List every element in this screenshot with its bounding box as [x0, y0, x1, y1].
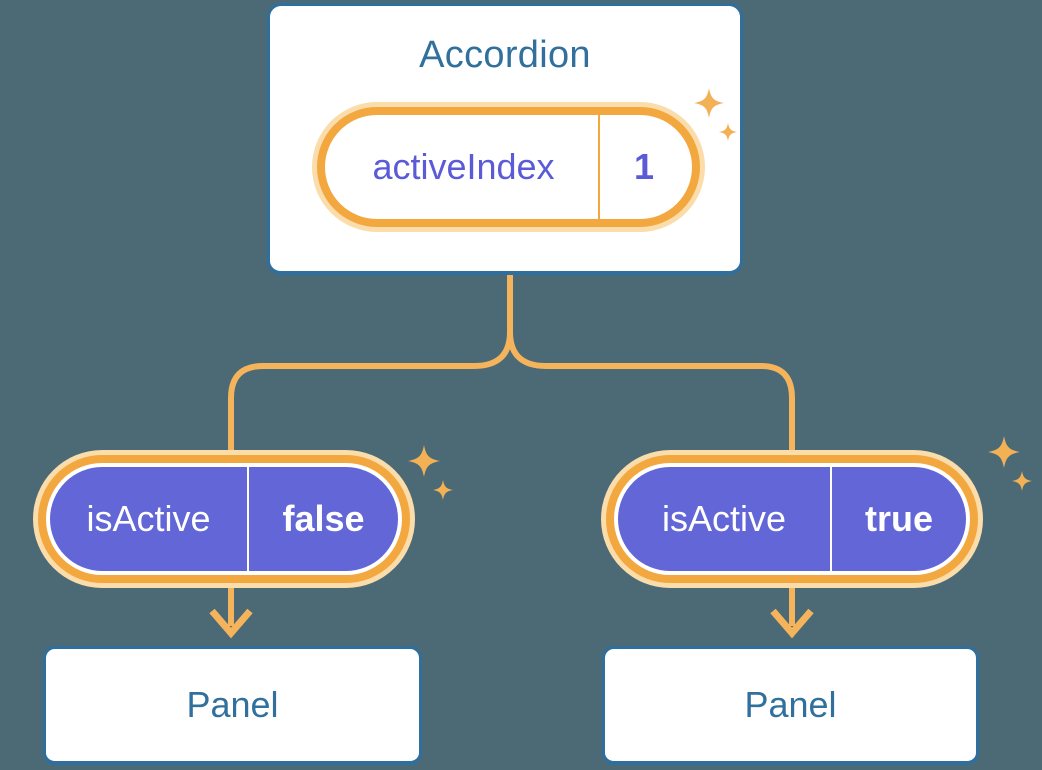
accordion-title: Accordion — [419, 34, 591, 76]
pill-divider — [830, 467, 832, 571]
prop-pill-isactive-false: isActive false — [38, 455, 410, 583]
panel-title: Panel — [186, 684, 279, 725]
panel-node-right: Panel — [602, 646, 979, 765]
arrowhead-down-icon — [770, 608, 814, 639]
pill-divider — [598, 115, 600, 219]
prop-name: isActive — [661, 498, 787, 539]
state-name: activeIndex — [372, 146, 555, 187]
prop-value: false — [282, 498, 365, 539]
state-value: 1 — [633, 146, 655, 187]
state-pill-activeindex: activeIndex 1 — [317, 107, 700, 227]
connector-branch-left — [228, 272, 513, 470]
connector-branch-right — [507, 272, 795, 470]
prop-pill-isactive-true: isActive true — [606, 455, 978, 583]
prop-name: isActive — [86, 498, 211, 539]
panel-title: Panel — [744, 684, 837, 725]
pill-divider — [247, 467, 249, 571]
arrowhead-down-icon — [209, 608, 253, 639]
panel-node-left: Panel — [43, 646, 422, 765]
prop-value: true — [864, 498, 933, 539]
